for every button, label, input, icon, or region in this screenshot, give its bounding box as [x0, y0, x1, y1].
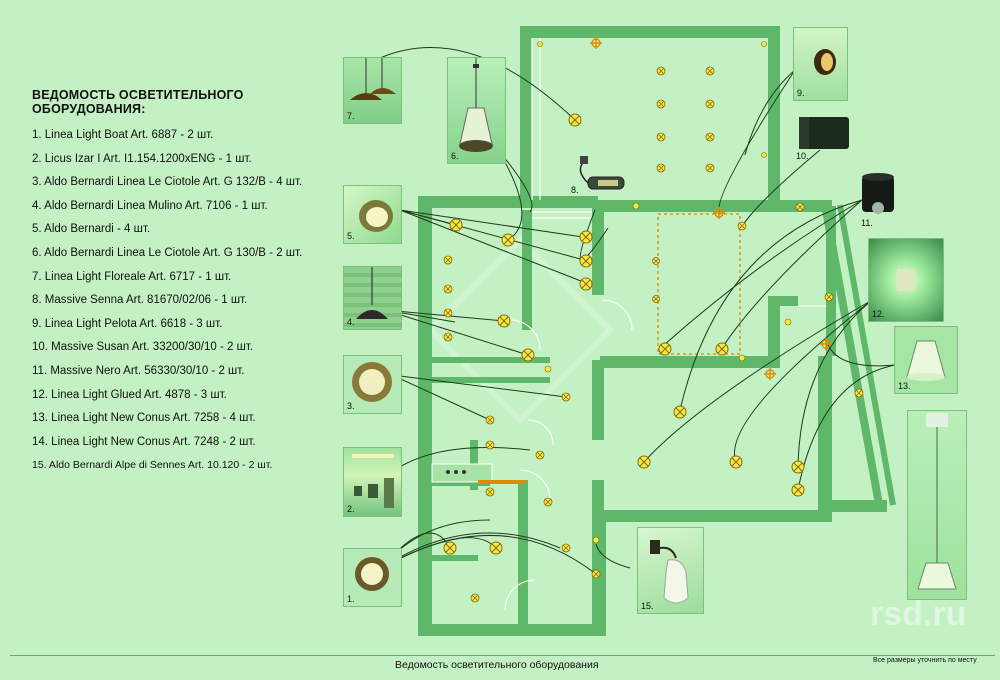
pendant-lamp-icon — [350, 58, 396, 100]
fixture-thumbnail-12: 12. — [868, 238, 944, 322]
pendant-conus-icon — [917, 413, 957, 590]
fixture-thumbnail-4: 4. — [343, 266, 402, 330]
fixture-x — [497, 314, 511, 328]
thumb-label: 8. — [571, 185, 579, 195]
legend-item: 7. Linea Light Floreale Art. 6717 - 1 шт… — [32, 270, 232, 283]
wall-box-light-icon — [799, 117, 849, 149]
door-swings — [504, 299, 826, 611]
fixture-x — [673, 405, 687, 419]
wall-sconce-icon — [814, 49, 836, 75]
legend-item: 6. Aldo Bernardi Linea Le Ciotole Art. G… — [32, 246, 303, 259]
wall-sconces — [590, 37, 832, 380]
fixture-thumbnail-5: 5. — [343, 185, 402, 244]
fixture-thumbnail-13: 13. — [894, 326, 958, 394]
fixture-x — [579, 230, 593, 244]
legend-title: ВЕДОМОСТЬ ОСВЕТИТЕЛЬНОГО ОБОРУДОВАНИЯ: — [32, 88, 244, 116]
fixture-x — [791, 460, 805, 474]
equipment-legend: ВЕДОМОСТЬ ОСВЕТИТЕЛЬНОГО ОБОРУДОВАНИЯ: 1… — [32, 88, 352, 480]
kitchen-counter — [431, 463, 526, 484]
light-fixtures — [443, 113, 805, 555]
thumb-label: 2. — [347, 504, 355, 514]
room-light-icon — [352, 454, 394, 508]
legend-item: 5. Aldo Bernardi - 4 шт. — [32, 223, 151, 236]
fixture-thumbnail-1: 1. — [343, 548, 402, 607]
fixture-x — [791, 483, 805, 497]
watermark-text: rsd.ru — [870, 595, 967, 633]
cylinder-downlight-icon — [862, 173, 894, 214]
fixture-x — [521, 348, 535, 362]
pendant-lamp-icon — [356, 267, 388, 319]
fixture-thumbnail-7: 7. — [343, 57, 402, 124]
legend-item: 9. Linea Light Pelota Art. 6618 - 3 шт. — [32, 317, 223, 330]
thumb-label: 15. — [641, 601, 654, 611]
fixture-x — [658, 342, 672, 356]
legend-item: 10. Massive Susan Art. 33200/30/10 - 2 ш… — [32, 341, 253, 354]
legend-item: 4. Aldo Bernardi Linea Mulino Art. 7106 … — [32, 199, 268, 212]
slanted-walls — [822, 204, 896, 511]
fixture-8-drawing — [579, 156, 625, 190]
ceiling-ring-icon — [352, 362, 392, 402]
legend-item: 13. Linea Light New Conus Art. 7258 - 4 … — [32, 412, 256, 425]
glued-wall-light-icon — [897, 269, 915, 291]
fixture-x — [729, 455, 743, 469]
wall-lights — [537, 41, 792, 544]
ceiling-ring-icon — [355, 557, 389, 591]
dimensions-note: Все размеры уточнить по месту — [873, 657, 977, 664]
fixture-x — [637, 455, 651, 469]
legend-item: 14. Linea Light New Conus Art. 7248 - 2 … — [32, 435, 256, 448]
footer-divider — [10, 655, 995, 656]
conus-lamp-icon — [906, 340, 946, 381]
legend-item: 2. Licus Izar I Art. I1.154.1200xENG - 1… — [32, 152, 252, 165]
legend-item: 15. Aldo Bernardi Alpe di Sennes Art. 10… — [32, 459, 273, 472]
ceiling-frame — [657, 213, 741, 355]
legend-item: 1. Linea Light Boat Art. 6887 - 2 шт. — [32, 129, 214, 141]
fixture-thumbnail-14 — [907, 410, 967, 600]
pendant-lamp-icon — [459, 58, 493, 152]
thumb-label: 11. — [861, 218, 873, 228]
fixture-thumbnail-11: 11. — [858, 170, 898, 230]
legend-item: 3. Aldo Bernardi Linea Le Ciotole Art. G… — [32, 176, 303, 189]
legend-item: 8. Massive Senna Art. 81670/02/06 - 1 шт… — [32, 294, 248, 307]
spotlight-icon — [359, 200, 393, 232]
thumb-label: 10. — [796, 151, 809, 161]
thumb-label: 9. — [797, 88, 805, 98]
fixture-thumbnail-2: 2. — [343, 447, 402, 517]
fixture-thumbnail-3: 3. — [343, 355, 402, 414]
wall-sconce-glass-icon — [650, 540, 689, 604]
thumb-label: 3. — [347, 401, 355, 411]
legend-item: 11. Massive Nero Art. 56330/30/10 - 2 шт… — [32, 364, 245, 377]
fixture-x — [443, 541, 457, 555]
fixture-x — [579, 254, 593, 268]
thumb-label: 12. — [872, 309, 885, 319]
sheet-title: Ведомость осветительного оборудования — [395, 659, 599, 671]
thumb-label: 13. — [898, 381, 911, 391]
legend-item: 12. Linea Light Glued Art. 4878 - 3 шт. — [32, 388, 227, 401]
thumb-label: 1. — [347, 594, 355, 604]
downlights — [443, 66, 864, 603]
thumb-label: 6. — [451, 151, 459, 161]
fixture-x — [449, 218, 463, 232]
fixture-thumbnail-6: 6. — [447, 57, 506, 164]
thumb-label: 4. — [347, 317, 355, 327]
thumb-label: 5. — [347, 231, 355, 241]
fixture-x — [489, 541, 503, 555]
fixture-x — [568, 113, 582, 127]
fixture-thumbnail-9: 9. — [793, 27, 848, 101]
thumb-label: 7. — [347, 111, 355, 121]
fixture-x — [715, 342, 729, 356]
fixture-thumbnail-8: 8. — [570, 155, 630, 195]
fixture-thumbnail-15: 15. — [637, 527, 704, 614]
fixture-x — [501, 233, 515, 247]
fixture-x — [579, 277, 593, 291]
background-watermark-mark — [425, 235, 615, 425]
fixture-thumbnail-10: 10. — [793, 111, 853, 163]
windows — [531, 38, 592, 219]
